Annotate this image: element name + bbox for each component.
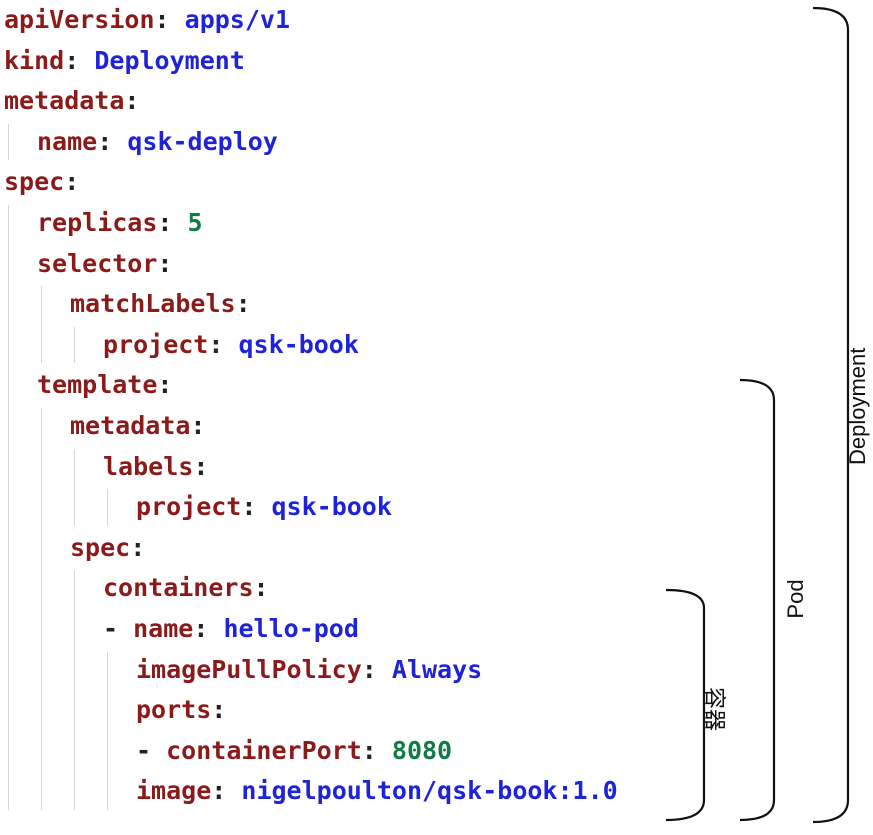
deployment-label: Deployment (845, 347, 870, 465)
yaml-line: - containerPort: 8080 (136, 731, 452, 771)
yaml-line: image: nigelpoulton/qsk-book:1.0 (136, 771, 618, 811)
yaml-key: spec (70, 532, 131, 562)
yaml-key: image (136, 776, 212, 806)
yaml-key: imagePullPolicy (136, 654, 362, 684)
yaml-key: kind (4, 45, 65, 75)
yaml-value: qsk-book (271, 492, 392, 522)
indent-guide (8, 123, 9, 161)
yaml-line: labels: (103, 447, 208, 487)
indent-guide (41, 408, 42, 810)
indent-guide (74, 326, 75, 364)
colon: : (211, 695, 227, 725)
colon: : (130, 532, 146, 562)
yaml-value: apps/v1 (184, 5, 290, 34)
yaml-key: template (37, 370, 158, 400)
deployment-bracket (812, 6, 850, 824)
colon: : (64, 167, 80, 197)
yaml-line: apiVersion: apps/v1 (4, 0, 290, 40)
yaml-key: project (136, 492, 242, 522)
yaml-line: spec: (70, 528, 145, 568)
yaml-line: replicas: 5 (37, 203, 203, 243)
colon: : (157, 208, 173, 237)
yaml-line: metadata: (70, 406, 205, 446)
yaml-value: Deployment (94, 45, 245, 75)
yaml-key: metadata (4, 86, 125, 116)
indent-guide (74, 570, 75, 810)
yaml-key: containerPort (166, 735, 362, 765)
yaml-line: - name: hello-pod (103, 609, 359, 649)
yaml-key: apiVersion (4, 5, 155, 34)
yaml-key: containers (103, 573, 254, 603)
yaml-value: 8080 (391, 735, 453, 765)
colon: : (241, 492, 257, 522)
yaml-value: hello-pod (223, 614, 359, 643)
indent-guide (107, 651, 108, 810)
colon: : (97, 126, 113, 156)
colon: : (193, 614, 209, 643)
yaml-line: name: qsk-deploy (37, 122, 278, 162)
container-label: 容器 (702, 686, 727, 731)
list-dash: - (103, 614, 134, 643)
colon: : (208, 329, 224, 359)
yaml-key: ports (136, 695, 212, 725)
colon: : (253, 573, 269, 603)
colon: : (190, 411, 206, 440)
yaml-line: project: qsk-book (136, 487, 392, 527)
yaml-key: name (133, 614, 194, 643)
yaml-line: spec: (4, 162, 79, 202)
yaml-key: spec (4, 167, 65, 197)
yaml-value: qsk-deploy (127, 126, 278, 156)
yaml-line: template: (37, 365, 172, 405)
yaml-line: ports: (136, 690, 226, 730)
colon: : (193, 451, 209, 481)
indent-guide (107, 489, 108, 526)
colon: : (361, 735, 377, 765)
yaml-line: selector: (37, 244, 172, 284)
yaml-line: project: qsk-book (103, 325, 359, 365)
yaml-key: metadata (70, 411, 191, 440)
colon: : (64, 45, 80, 75)
colon: : (124, 86, 140, 116)
yaml-value: Always (391, 654, 483, 684)
colon: : (361, 654, 377, 684)
indent-guide (41, 286, 42, 364)
yaml-key: project (103, 329, 209, 359)
yaml-key: name (37, 126, 98, 156)
yaml-key: replicas (37, 208, 158, 237)
yaml-line: kind: Deployment (4, 41, 245, 81)
yaml-line: matchLabels: (70, 284, 251, 324)
yaml-key: matchLabels (70, 289, 236, 319)
pod-label: Pod (783, 579, 808, 619)
colon: : (157, 248, 173, 278)
container-bracket (665, 588, 706, 822)
yaml-value: 5 (187, 208, 203, 237)
yaml-value: nigelpoulton/qsk-book:1.0 (241, 776, 618, 806)
indent-guide (74, 448, 75, 526)
colon: : (235, 289, 251, 319)
yaml-key: labels (103, 451, 194, 481)
yaml-value: qsk-book (238, 329, 359, 359)
colon: : (154, 5, 170, 34)
pod-bracket (739, 378, 776, 822)
yaml-line: metadata: (4, 81, 139, 121)
colon: : (157, 370, 173, 400)
list-dash: - (136, 735, 167, 765)
indent-guide (8, 205, 9, 810)
yaml-key: selector (37, 248, 158, 278)
yaml-line: imagePullPolicy: Always (136, 650, 482, 690)
yaml-line: containers: (103, 568, 269, 608)
colon: : (211, 776, 227, 806)
